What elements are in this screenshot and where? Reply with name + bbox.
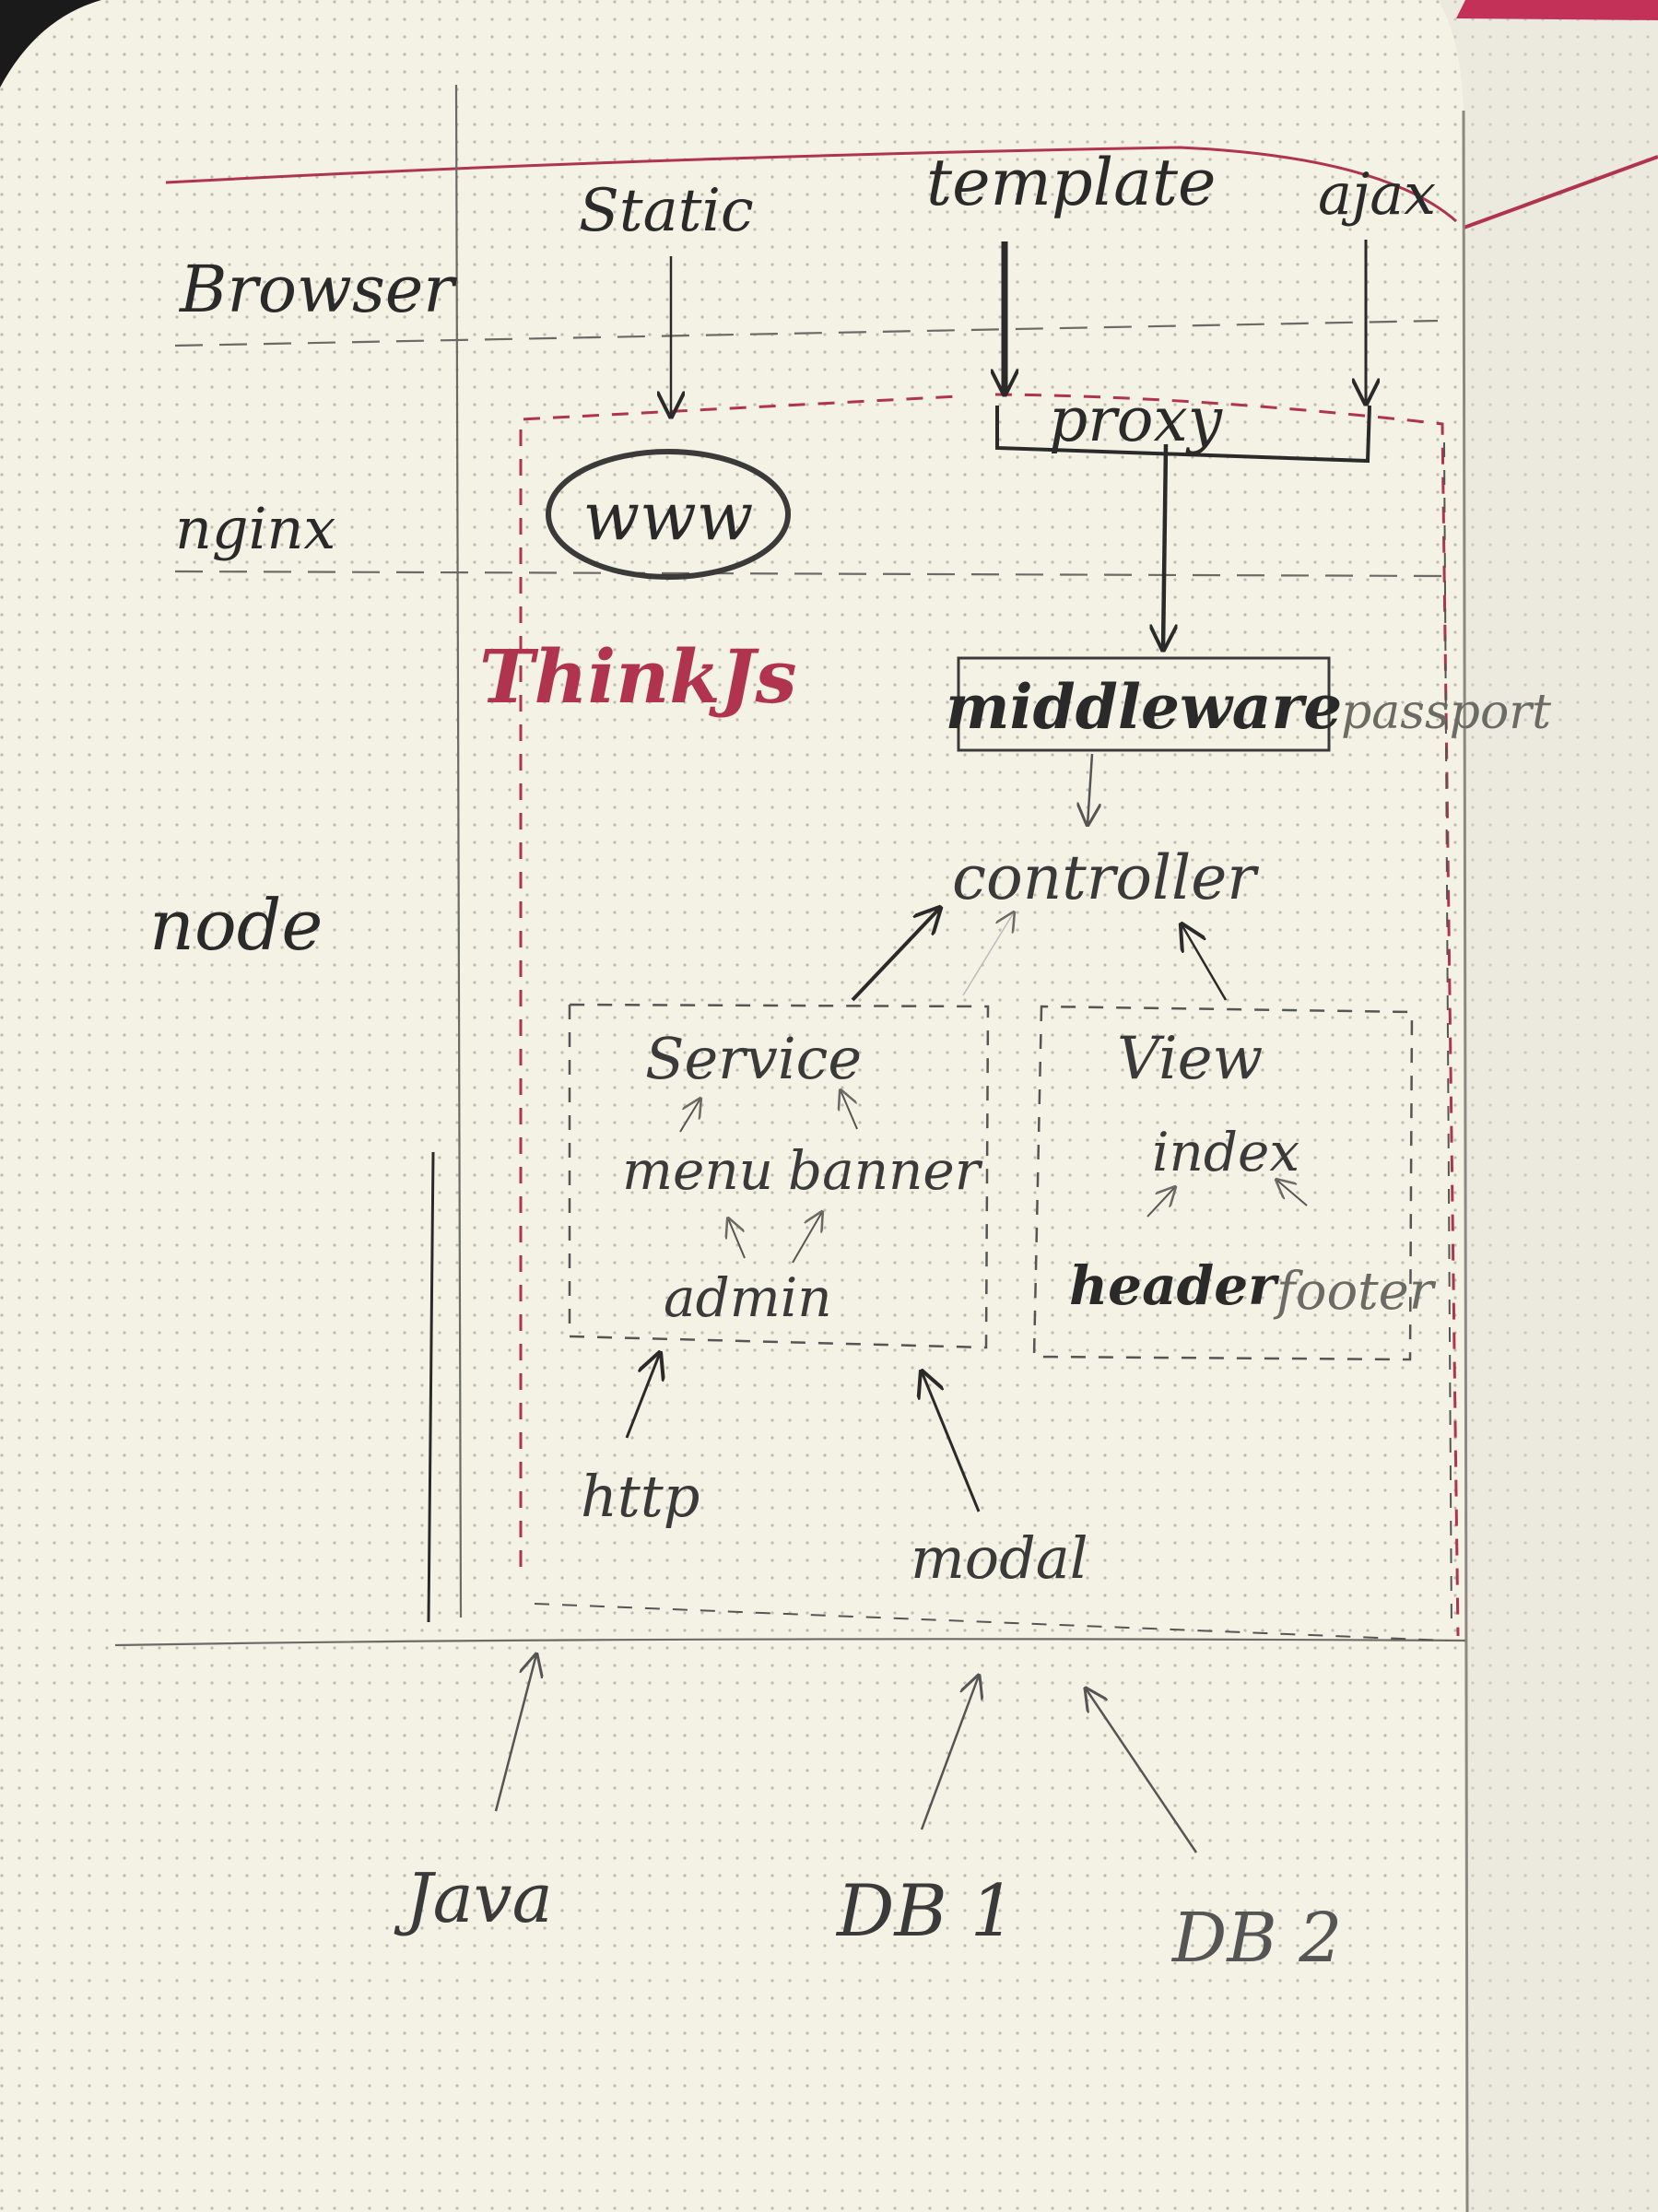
- thinkjs-boundary: [519, 393, 1460, 1637]
- nginx-layer-label: nginx: [175, 495, 335, 562]
- browser-to-nginx-arrows: [671, 240, 1366, 417]
- static-label: Static: [579, 177, 754, 245]
- proxy-to-middleware-arrow: [1163, 443, 1166, 650]
- service-title: Service: [645, 1025, 862, 1092]
- group-to-controller-arrows: [851, 908, 1228, 1002]
- footer-label: footer: [1273, 1262, 1437, 1322]
- view-group: View index header footer: [1032, 1005, 1437, 1361]
- www-node: www: [546, 449, 791, 580]
- admin-label: admin: [664, 1266, 832, 1329]
- service-group: Service menu banner admin: [568, 1003, 990, 1349]
- menu-label: menu: [622, 1139, 773, 1202]
- proxy-box: proxy: [995, 384, 1371, 464]
- red-header-rule: [165, 146, 1457, 223]
- www-label: www: [583, 477, 754, 555]
- java-label: Java: [394, 1859, 553, 1938]
- banner-label: banner: [788, 1139, 983, 1202]
- middleware-label: middleware: [946, 671, 1343, 743]
- ajax-label: ajax: [1318, 160, 1436, 228]
- backend-arrows: [494, 1654, 1198, 1853]
- proxy-label: proxy: [1049, 384, 1223, 455]
- index-label: index: [1152, 1121, 1299, 1183]
- db1-label: DB 1: [835, 1870, 1016, 1953]
- layer-separators: [114, 84, 1466, 1647]
- thinkjs-label: ThinkJs: [479, 633, 797, 720]
- modal-label: modal: [911, 1524, 1088, 1592]
- db2-label: DB 2: [1170, 1899, 1342, 1978]
- middleware-box: middleware: [946, 656, 1343, 752]
- input-arrows: [625, 1353, 981, 1512]
- middleware-to-controller-arrow: [1088, 753, 1092, 825]
- thinkjs-boundary-shadow: [534, 441, 1452, 1641]
- template-label: template: [926, 145, 1216, 220]
- http-label: http: [581, 1463, 700, 1530]
- node-layer-label: node: [149, 884, 323, 966]
- controller-label: controller: [952, 842, 1259, 913]
- internal-arrows: [679, 1090, 1308, 1264]
- passport-label: passport: [1341, 685, 1551, 740]
- browser-layer-label: Browser: [178, 252, 457, 327]
- header-label: header: [1069, 1254, 1280, 1317]
- view-title: View: [1117, 1025, 1263, 1093]
